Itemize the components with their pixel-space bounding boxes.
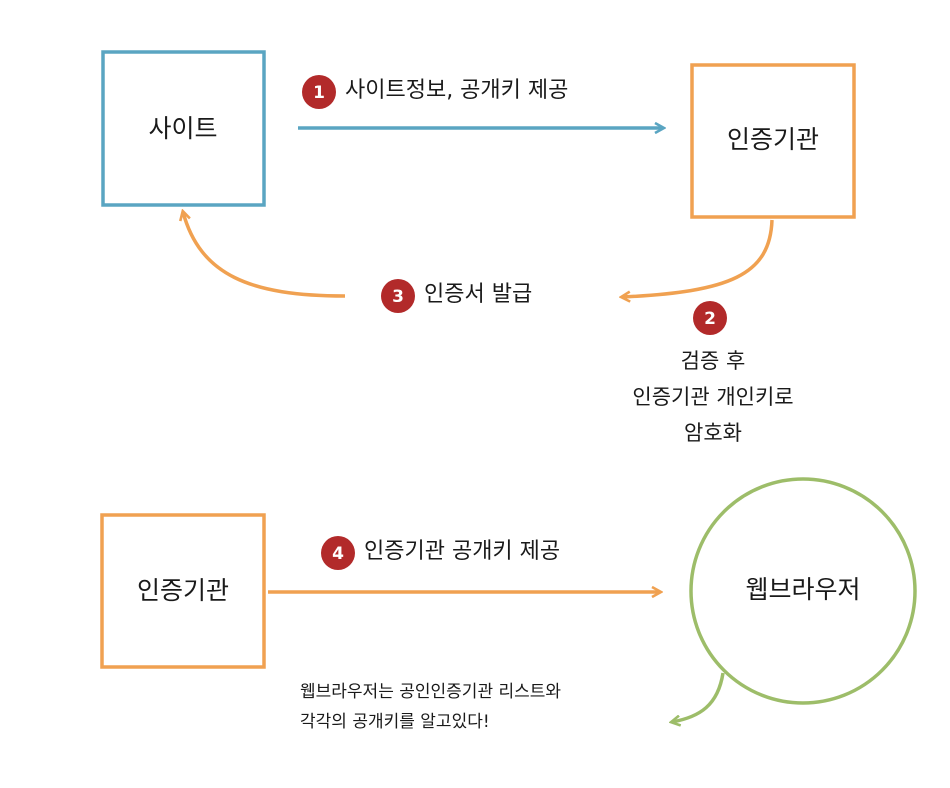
verify-note-line-2: 인증기관 개인키로: [632, 385, 793, 409]
step-3-number: 3: [392, 287, 404, 307]
ca-top-box: [690, 63, 856, 219]
arrow-issue-to-site: [183, 212, 346, 298]
browser-note-line-1: 웹브라우저는 공인인증기관 리스트와: [300, 682, 561, 702]
step-3-badge: 3: [381, 279, 415, 313]
verify-note-line-3: 암호화: [684, 421, 742, 445]
step-2-badge: 2: [693, 301, 727, 335]
step-1-badge: 1: [302, 75, 336, 109]
site-node: 사이트: [101, 50, 266, 207]
step-4-number: 4: [332, 544, 344, 564]
ca-bottom-label: 인증기관: [137, 576, 229, 605]
verify-note-line-1: 검증 후: [681, 349, 746, 373]
step-2-number: 2: [704, 309, 716, 329]
ca-top-label: 인증기관: [727, 125, 819, 154]
ca-top-node: 인증기관: [690, 63, 856, 219]
site-box: [101, 50, 266, 207]
browser-label: 웹브라우저: [745, 575, 860, 604]
step-3-label: 인증서 발급: [424, 282, 532, 307]
step-4-label: 인증기관 공개키 제공: [364, 539, 560, 564]
site-label: 사이트: [148, 114, 217, 143]
ca-bottom-box: [100, 513, 266, 669]
ca-bottom-node: 인증기관: [100, 513, 266, 669]
browser-circle: [689, 477, 917, 705]
arrow-browser-note: [672, 672, 725, 722]
browser-node: 웹브라우저: [689, 477, 917, 705]
arrow-ca-to-issue: [622, 219, 774, 297]
step-4-badge: 4: [321, 536, 355, 570]
verify-note: 검증 후 인증기관 개인키로 암호화: [632, 349, 793, 445]
step-1-label: 사이트정보, 공개키 제공: [345, 78, 568, 103]
browser-note-line-2: 각각의 공개키를 알고있다!: [300, 712, 490, 732]
browser-note: 웹브라우저는 공인인증기관 리스트와 각각의 공개키를 알고있다!: [300, 682, 561, 732]
step-1-number: 1: [313, 83, 325, 103]
